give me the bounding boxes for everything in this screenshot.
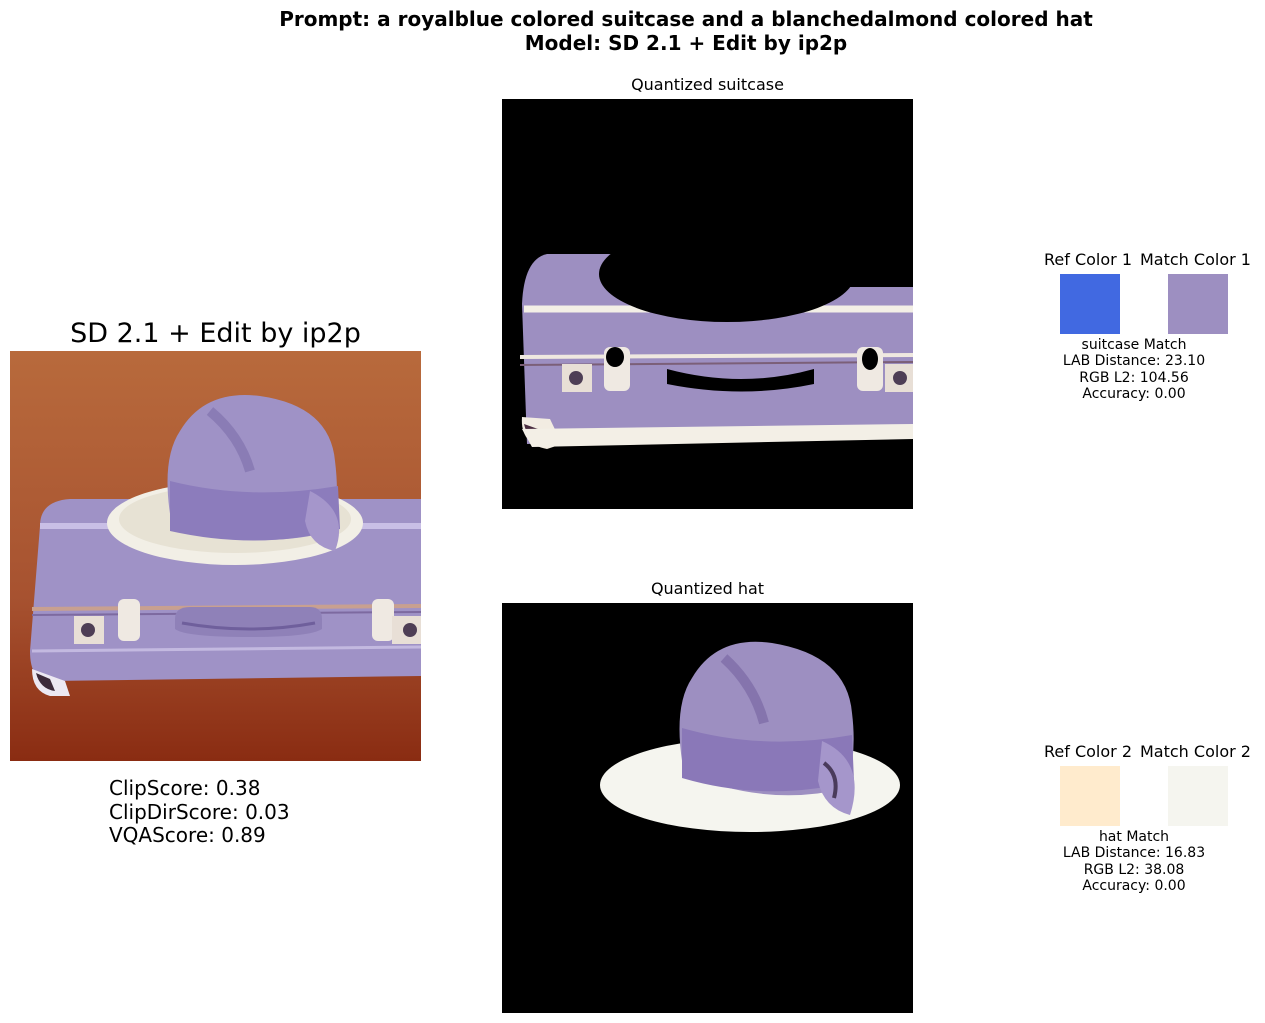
suitcase-lab-distance: LAB Distance: 23.10 — [1062, 353, 1206, 370]
match-color-1-label: Match Color 1 — [1140, 250, 1251, 269]
clipdir-score: ClipDirScore: 0.03 — [109, 799, 290, 824]
score-list: ClipScore: 0.38 ClipDirScore: 0.03 VQASc… — [109, 776, 290, 848]
ref-color-1-swatch — [1060, 274, 1120, 334]
hat-rgb-l2: RGB L2: 38.08 — [1083, 861, 1185, 878]
ref-color-1-label: Ref Color 1 — [1044, 250, 1132, 269]
quantized-suitcase-image — [502, 99, 913, 509]
figure-title-model: Model: SD 2.1 + Edit by ip2p — [524, 31, 848, 55]
hat-lab-distance: LAB Distance: 16.83 — [1062, 845, 1206, 862]
suitcase-rgb-l2: RGB L2: 104.56 — [1079, 369, 1189, 386]
match-color-1-swatch — [1168, 274, 1228, 334]
hat-accuracy: Accuracy: 0.00 — [1082, 877, 1186, 894]
ref-color-2-swatch — [1060, 766, 1120, 826]
ref-color-2-label: Ref Color 2 — [1044, 742, 1132, 761]
suitcase-accuracy: Accuracy: 0.00 — [1082, 385, 1186, 402]
generated-image — [10, 351, 421, 761]
figure-title-prompt: Prompt: a royalblue colored suitcase and… — [279, 7, 1093, 31]
suitcase-match-caption: suitcase Match — [1081, 337, 1187, 353]
match-color-2-label: Match Color 2 — [1140, 742, 1251, 761]
match-color-2-swatch — [1168, 766, 1228, 826]
quantized-hat-title: Quantized hat — [650, 579, 765, 598]
quantized-hat-image — [502, 603, 913, 1013]
quantized-suitcase-title: Quantized suitcase — [631, 75, 784, 94]
generated-image-title: SD 2.1 + Edit by ip2p — [70, 318, 361, 349]
quantized-suitcase-mask — [519, 214, 913, 449]
hat-match-caption: hat Match — [1098, 829, 1170, 845]
suitcase-match-metrics: suitcase Match LAB Distance: 23.10 RGB L… — [1044, 337, 1224, 402]
hat-match-metrics: hat Match LAB Distance: 16.83 RGB L2: 38… — [1044, 829, 1224, 894]
suitcase-hat-illustration — [30, 395, 421, 696]
vqa-score: VQAScore: 0.89 — [109, 823, 266, 847]
clip-score: ClipScore: 0.38 — [109, 776, 261, 800]
quantized-hat-mask — [600, 641, 900, 832]
